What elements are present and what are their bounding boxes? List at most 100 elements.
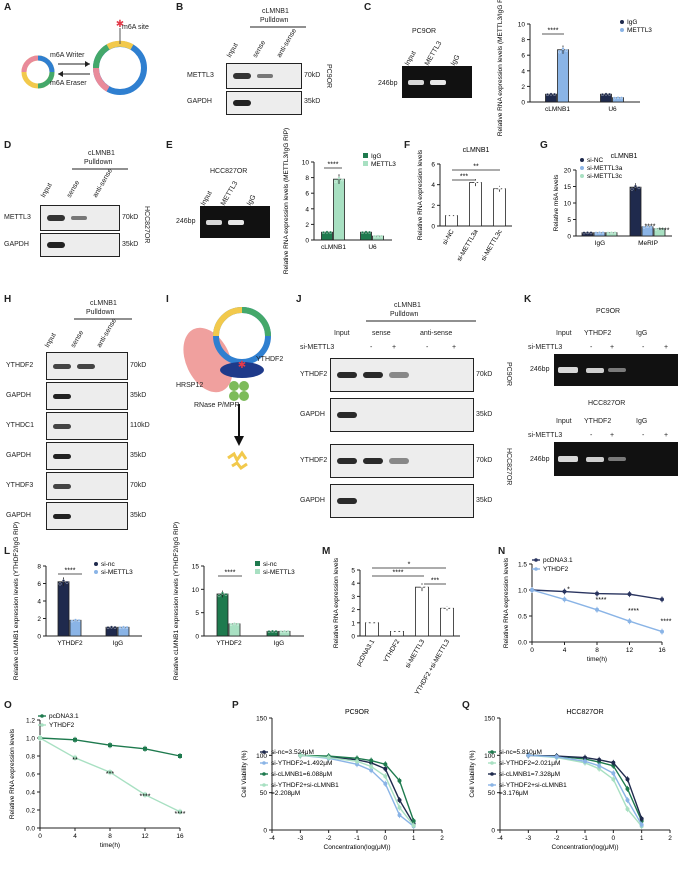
- legend-label: METTL3: [627, 27, 652, 34]
- x-tick-label: si-NC: [442, 228, 456, 246]
- cell-line-label: PC9OR: [505, 362, 512, 387]
- bp-label: 246bp: [378, 80, 398, 87]
- data-point: [565, 48, 568, 52]
- data-point: [73, 737, 77, 742]
- m6a-writer-label: m6A Writer: [50, 52, 85, 59]
- gel-title: PC9OR: [412, 28, 437, 35]
- data-point: [470, 182, 473, 186]
- y-tick-label: 0: [521, 100, 525, 107]
- y-axis-label: Relative RNA expression levels: [9, 728, 16, 819]
- data-point: [322, 231, 325, 234]
- data-point: [625, 786, 630, 791]
- legend-swatch: [534, 567, 538, 571]
- data-point: [38, 736, 42, 740]
- panel-letter-h: H: [4, 294, 12, 305]
- data-point: [611, 771, 616, 776]
- data-point: [561, 47, 565, 51]
- gel-title: HCC827OR: [210, 168, 248, 175]
- data-point: [646, 225, 649, 229]
- panel-letter-f: F: [404, 140, 411, 151]
- x-tick-label: -3: [525, 835, 531, 842]
- blot-band: [53, 514, 71, 519]
- y-axis-label: Relative m6A levels: [553, 174, 560, 231]
- significance-marker: **: [72, 757, 78, 764]
- data-point: [583, 755, 587, 760]
- y-tick-label: 0.0: [518, 640, 527, 647]
- lane-label: Input: [39, 182, 54, 199]
- western-blot: [330, 444, 474, 478]
- data-point: [397, 778, 402, 783]
- sign: +: [610, 432, 615, 439]
- blot-band: [337, 458, 357, 464]
- data-point: [397, 813, 402, 818]
- data-point: [279, 630, 283, 633]
- gel-title: HCC827OR: [588, 400, 626, 407]
- x-tick-label: -1: [582, 835, 588, 842]
- legend-label: IgG: [371, 153, 381, 160]
- legend-label: IgG: [627, 19, 637, 26]
- significance-marker: ****: [225, 570, 236, 577]
- data-point: [383, 781, 388, 786]
- bar: [493, 188, 506, 227]
- legend-label: =3.176μM: [499, 790, 528, 797]
- blot-band: [363, 458, 383, 464]
- legend-label: si-METTL3: [263, 569, 295, 576]
- y-tick-label: 0: [351, 634, 355, 641]
- bar: [69, 619, 82, 637]
- y-tick-label: 4: [305, 206, 309, 213]
- blot-row-label: YTHDF2: [300, 457, 328, 464]
- m6a-eraser-label: m6A Eraser: [50, 80, 87, 87]
- circrna-schematic: ✱: [21, 19, 147, 95]
- data-point: [589, 231, 593, 235]
- blot-row-label: GAPDH: [300, 411, 325, 418]
- y-tick-label: 20: [564, 168, 572, 175]
- data-point: [383, 774, 388, 779]
- y-tick-label: 2: [351, 607, 355, 614]
- legend-label: pcDNA3.1: [543, 557, 573, 564]
- data-point: [397, 798, 402, 803]
- x-tick-label: 0: [530, 647, 534, 654]
- x-tick-label: si-METTL3a: [456, 228, 480, 262]
- blot-band: [53, 454, 71, 459]
- legend-swatch: [262, 750, 266, 754]
- data-point: [224, 592, 228, 596]
- blot-band: [337, 372, 357, 378]
- western-blot: [46, 442, 128, 470]
- data-point: [369, 764, 374, 769]
- blot-band: [389, 458, 409, 464]
- data-point: [73, 755, 77, 760]
- data-point: [608, 92, 611, 96]
- x-tick-label: cLMNB1: [545, 106, 570, 113]
- legend-swatch: [255, 561, 260, 566]
- y-tick-label: 0.2: [26, 808, 35, 815]
- legend-label: METTL3: [371, 161, 396, 168]
- data-point: [425, 586, 428, 590]
- bar: [216, 593, 229, 637]
- y-tick-label: 2: [521, 84, 525, 91]
- blot-row-label: YTHDF2: [6, 362, 34, 369]
- data-point: [637, 186, 641, 190]
- x-tick-label: -1: [354, 835, 360, 842]
- bar: [57, 581, 70, 637]
- lane-label: Input: [334, 330, 350, 337]
- bp-label: 246bp: [176, 218, 196, 225]
- legend-swatch: [620, 28, 624, 32]
- y-tick-label: 0: [567, 234, 571, 241]
- data-point: [554, 754, 559, 759]
- data-point: [478, 181, 481, 185]
- sign: +: [452, 344, 457, 351]
- western-blot: [226, 91, 302, 115]
- data-point: [397, 805, 402, 810]
- bp-label: 246bp: [530, 456, 550, 463]
- bar: [365, 622, 379, 637]
- panel-letter-j: J: [296, 294, 302, 305]
- blot-row-label: GAPDH: [300, 497, 325, 504]
- x-tick-label: 0: [38, 833, 42, 840]
- y-tick-label: 4: [521, 68, 525, 75]
- blot-row-label: GAPDH: [6, 512, 31, 519]
- data-point: [546, 93, 549, 96]
